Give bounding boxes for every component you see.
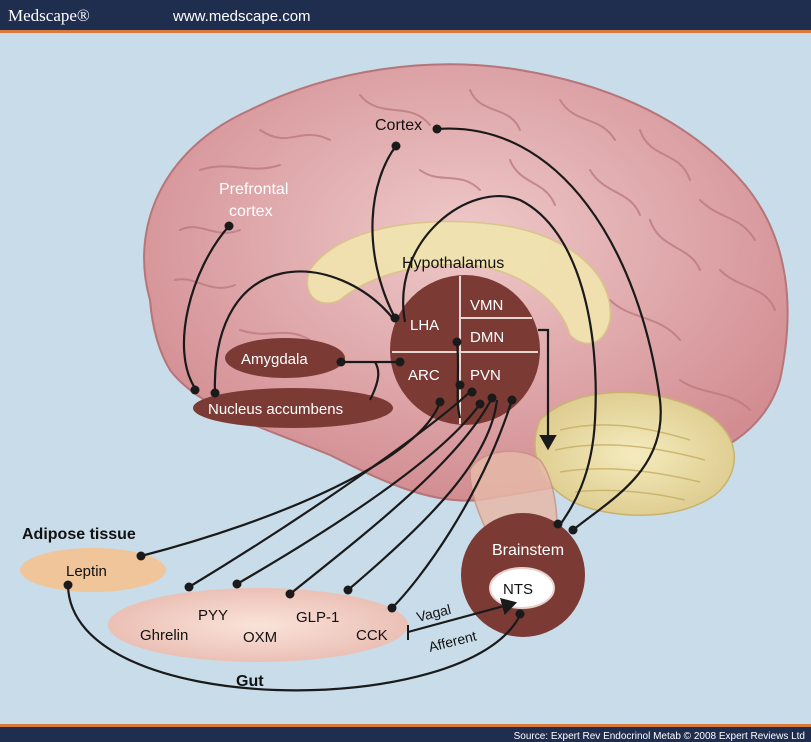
- dot-brainstem-1: [568, 525, 578, 535]
- label-pvn: PVN: [470, 367, 501, 384]
- label-cortex: Cortex: [375, 117, 422, 134]
- dot-oxm: [285, 589, 295, 599]
- path-leptin-arc: [140, 401, 442, 558]
- hypothalamus-circle: [390, 275, 540, 425]
- dot-arc-top: [452, 337, 462, 347]
- path-pyy-arc: [236, 403, 481, 585]
- path-leptin-nts: [66, 584, 521, 692]
- dot-pvn-4: [507, 395, 517, 405]
- label-glp1: GLP-1: [296, 609, 339, 626]
- path-glp1-pvn: [347, 399, 499, 591]
- dot-pvn-left: [455, 380, 465, 390]
- dot-cortex: [391, 141, 401, 151]
- dot-leptin-left: [63, 580, 73, 590]
- label-dmn: DMN: [470, 329, 504, 346]
- label-amygdala: Amygdala: [241, 351, 308, 368]
- path-cck-pvn: [391, 399, 514, 609]
- pathways: [66, 127, 662, 692]
- cerebellum-folia: [554, 424, 706, 501]
- path-cortex-lha: [371, 145, 397, 319]
- medscape-logo[interactable]: Medscape®: [8, 6, 90, 25]
- dot-glp1: [343, 585, 353, 595]
- dot-pvn-2: [475, 399, 485, 409]
- dot-lha: [390, 313, 400, 323]
- dot-leptin-right: [136, 551, 146, 561]
- footer-source: Source: Expert Rev Endocrinol Metab © 20…: [514, 731, 805, 742]
- label-arc: ARC: [408, 367, 440, 384]
- label-brainstem: Brainstem: [492, 542, 564, 559]
- nucleus-accumbens-node: [193, 388, 393, 428]
- amygdala-node: [225, 338, 345, 378]
- brain-sulci: [174, 89, 776, 411]
- dot-nac-1: [190, 385, 200, 395]
- label-hypothalamus: Hypothalamus: [402, 255, 504, 272]
- dot-brainstem-2: [553, 519, 563, 529]
- path-nac-arc: [369, 361, 380, 401]
- label-gut: Gut: [236, 673, 264, 690]
- path-ghrelin-arc: [188, 389, 473, 588]
- label-nucleus-accumbens: Nucleus accumbens: [208, 401, 343, 418]
- hypothalamus-dividers: [392, 276, 538, 424]
- dot-cck: [387, 603, 397, 613]
- dot-arc-in: [395, 357, 405, 367]
- label-nts: NTS: [503, 581, 533, 598]
- label-lha: LHA: [410, 317, 439, 334]
- footer-accent-stripe: [0, 724, 811, 727]
- dot-cortex-2: [432, 124, 442, 134]
- path-cortex-brainstem: [436, 127, 662, 531]
- leptin-node: [20, 548, 166, 592]
- dot-pyy: [232, 579, 242, 589]
- label-pyy: PYY: [198, 607, 228, 624]
- endpoint-dots: [63, 124, 578, 619]
- label-cck: CCK: [356, 627, 388, 644]
- label-prefrontal: Prefrontal: [219, 181, 288, 198]
- dot-amygdala: [336, 357, 346, 367]
- dot-pvn-3: [487, 393, 497, 403]
- label-leptin: Leptin: [66, 563, 107, 580]
- gut-node: [108, 588, 408, 662]
- label-adipose-tissue: Adipose tissue: [22, 526, 136, 543]
- label-ghrelin: Ghrelin: [140, 627, 188, 644]
- dot-pvn-1: [467, 387, 477, 397]
- path-oxm-pvn: [289, 397, 493, 595]
- header-accent-stripe: [0, 30, 811, 33]
- path-prefrontal-nac: [182, 225, 230, 389]
- corpus-callosum: [306, 220, 612, 345]
- dot-arc-bottom: [435, 397, 445, 407]
- dot-nac-2: [210, 388, 220, 398]
- path-lha-brainstem: [402, 195, 597, 526]
- label-oxm: OXM: [243, 629, 277, 646]
- cerebellum: [534, 391, 736, 516]
- label-vmn: VMN: [470, 297, 503, 314]
- path-dmn-brainstem: [538, 328, 557, 451]
- header-url[interactable]: www.medscape.com: [172, 8, 311, 25]
- footer-bar: [0, 727, 811, 742]
- label-prefrontal-cortex: cortex: [229, 203, 273, 220]
- header-bar: [0, 0, 811, 30]
- path-vagal-afferent: [407, 597, 518, 634]
- dot-ghrelin: [184, 582, 194, 592]
- dot-nts: [515, 609, 525, 619]
- path-lha-nac: [213, 270, 396, 396]
- dot-prefrontal: [224, 221, 234, 231]
